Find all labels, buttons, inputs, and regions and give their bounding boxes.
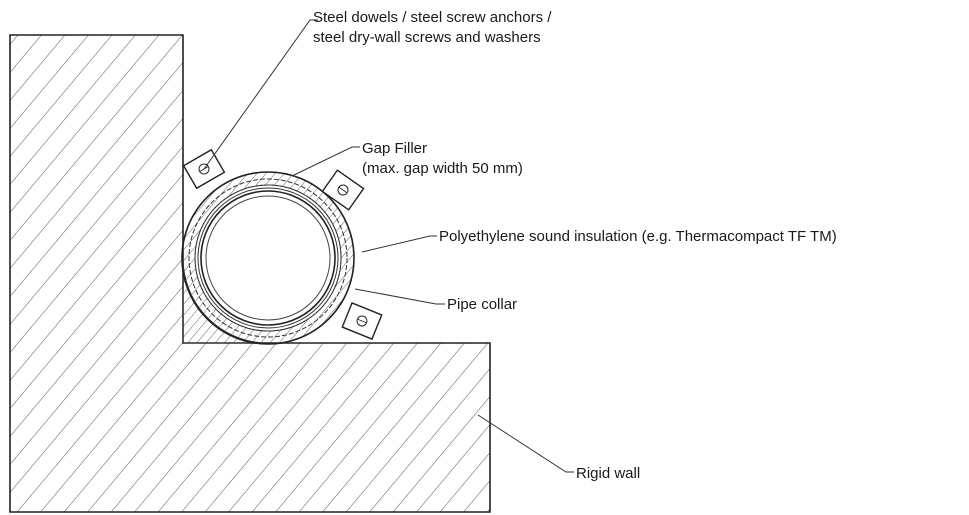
gap-filler-label-line2: (max. gap width 50 mm) xyxy=(362,160,523,177)
fasteners-label-line2: steel dry-wall screws and washers xyxy=(313,29,541,46)
gap-filler-leader xyxy=(291,146,360,177)
collar-label: Pipe collar xyxy=(447,296,517,313)
insulation-label: Polyethylene sound insulation (e.g. Ther… xyxy=(439,228,837,245)
fasteners-label-line1: Steel dowels / steel screw anchors / xyxy=(313,9,552,26)
fastener-tab-lower-right xyxy=(341,302,383,340)
fasteners-leader xyxy=(203,19,318,170)
gap-filler-label-line1: Gap Filler xyxy=(362,140,427,157)
wall-leader xyxy=(477,414,574,473)
collar-leader xyxy=(354,288,445,305)
pipe-collar xyxy=(181,171,355,345)
fastener-tab-upper-right xyxy=(321,169,365,211)
insulation-leader xyxy=(361,235,437,253)
pipe xyxy=(200,190,336,326)
sound-insulation-layer xyxy=(194,184,342,332)
wall-label: Rigid wall xyxy=(576,465,640,482)
rigid-wall xyxy=(9,34,491,513)
